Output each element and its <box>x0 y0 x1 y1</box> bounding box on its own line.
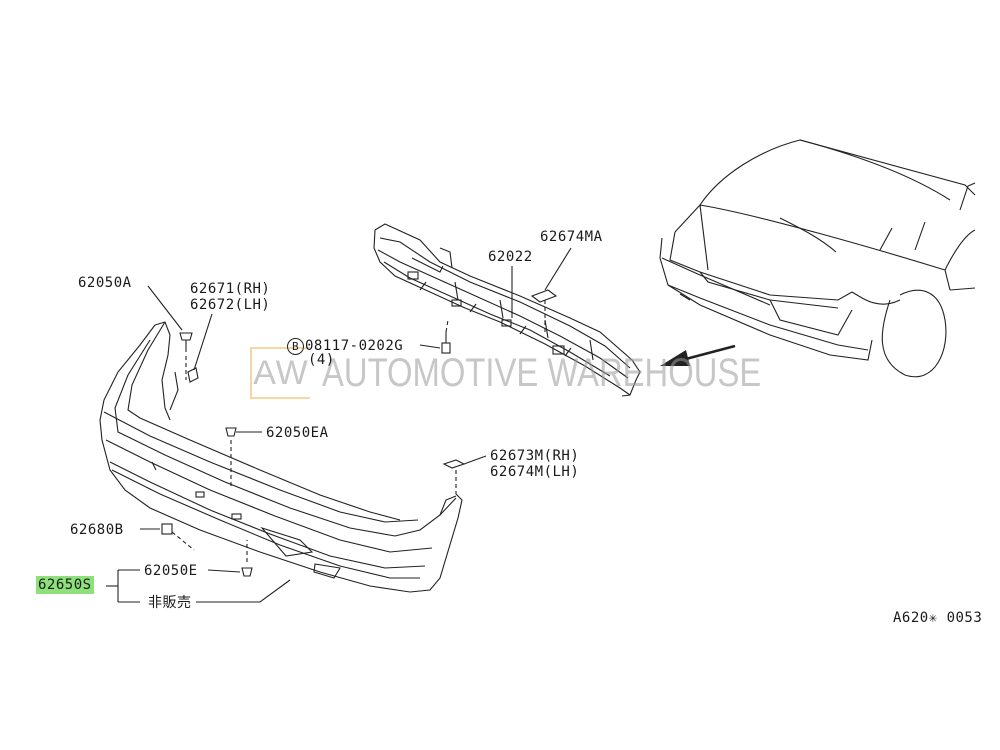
label-62022[interactable]: 62022 <box>488 249 533 265</box>
car-illustration <box>659 139 976 378</box>
label-62050EA[interactable]: 62050EA <box>266 425 329 441</box>
label-62674M-lh[interactable]: 62674M(LH) <box>490 464 580 480</box>
clip-62050EA <box>225 427 262 486</box>
label-62050E[interactable]: 62050E <box>144 563 198 579</box>
label-62650S-text: 62650S <box>36 576 94 594</box>
clip-62050E <box>241 540 253 577</box>
figure-code: A620✳ 0053 <box>893 610 983 626</box>
bracket-62671 <box>187 313 213 383</box>
label-62680B[interactable]: 62680B <box>70 522 124 538</box>
reinforcement-beam <box>373 223 641 397</box>
label-62672-lh[interactable]: 62672(LH) <box>190 297 271 313</box>
bolt-prefix-circle: B <box>287 338 304 355</box>
label-62671-rh[interactable]: 62671(RH) <box>190 281 271 297</box>
label-62674MA[interactable]: 62674MA <box>540 229 603 245</box>
label-bolt-qty: (4) <box>308 352 335 368</box>
bolt-08117-0202G <box>419 319 451 354</box>
clip-62673M <box>442 455 487 494</box>
assembly-bracket <box>106 569 291 603</box>
nut-62680B <box>140 523 195 551</box>
label-not-sold: 非販売 <box>148 595 192 611</box>
label-08117-0202G: 08117-0202G <box>305 338 404 354</box>
clip-62050A <box>147 285 193 380</box>
label-62050A[interactable]: 62050A <box>78 275 132 291</box>
label-62650S[interactable]: 62650S <box>36 576 94 594</box>
clip-62674MA <box>530 289 558 303</box>
bumper-fascia <box>99 321 463 593</box>
direction-arrow <box>660 344 736 366</box>
label-62673M-rh[interactable]: 62673M(RH) <box>490 448 580 464</box>
